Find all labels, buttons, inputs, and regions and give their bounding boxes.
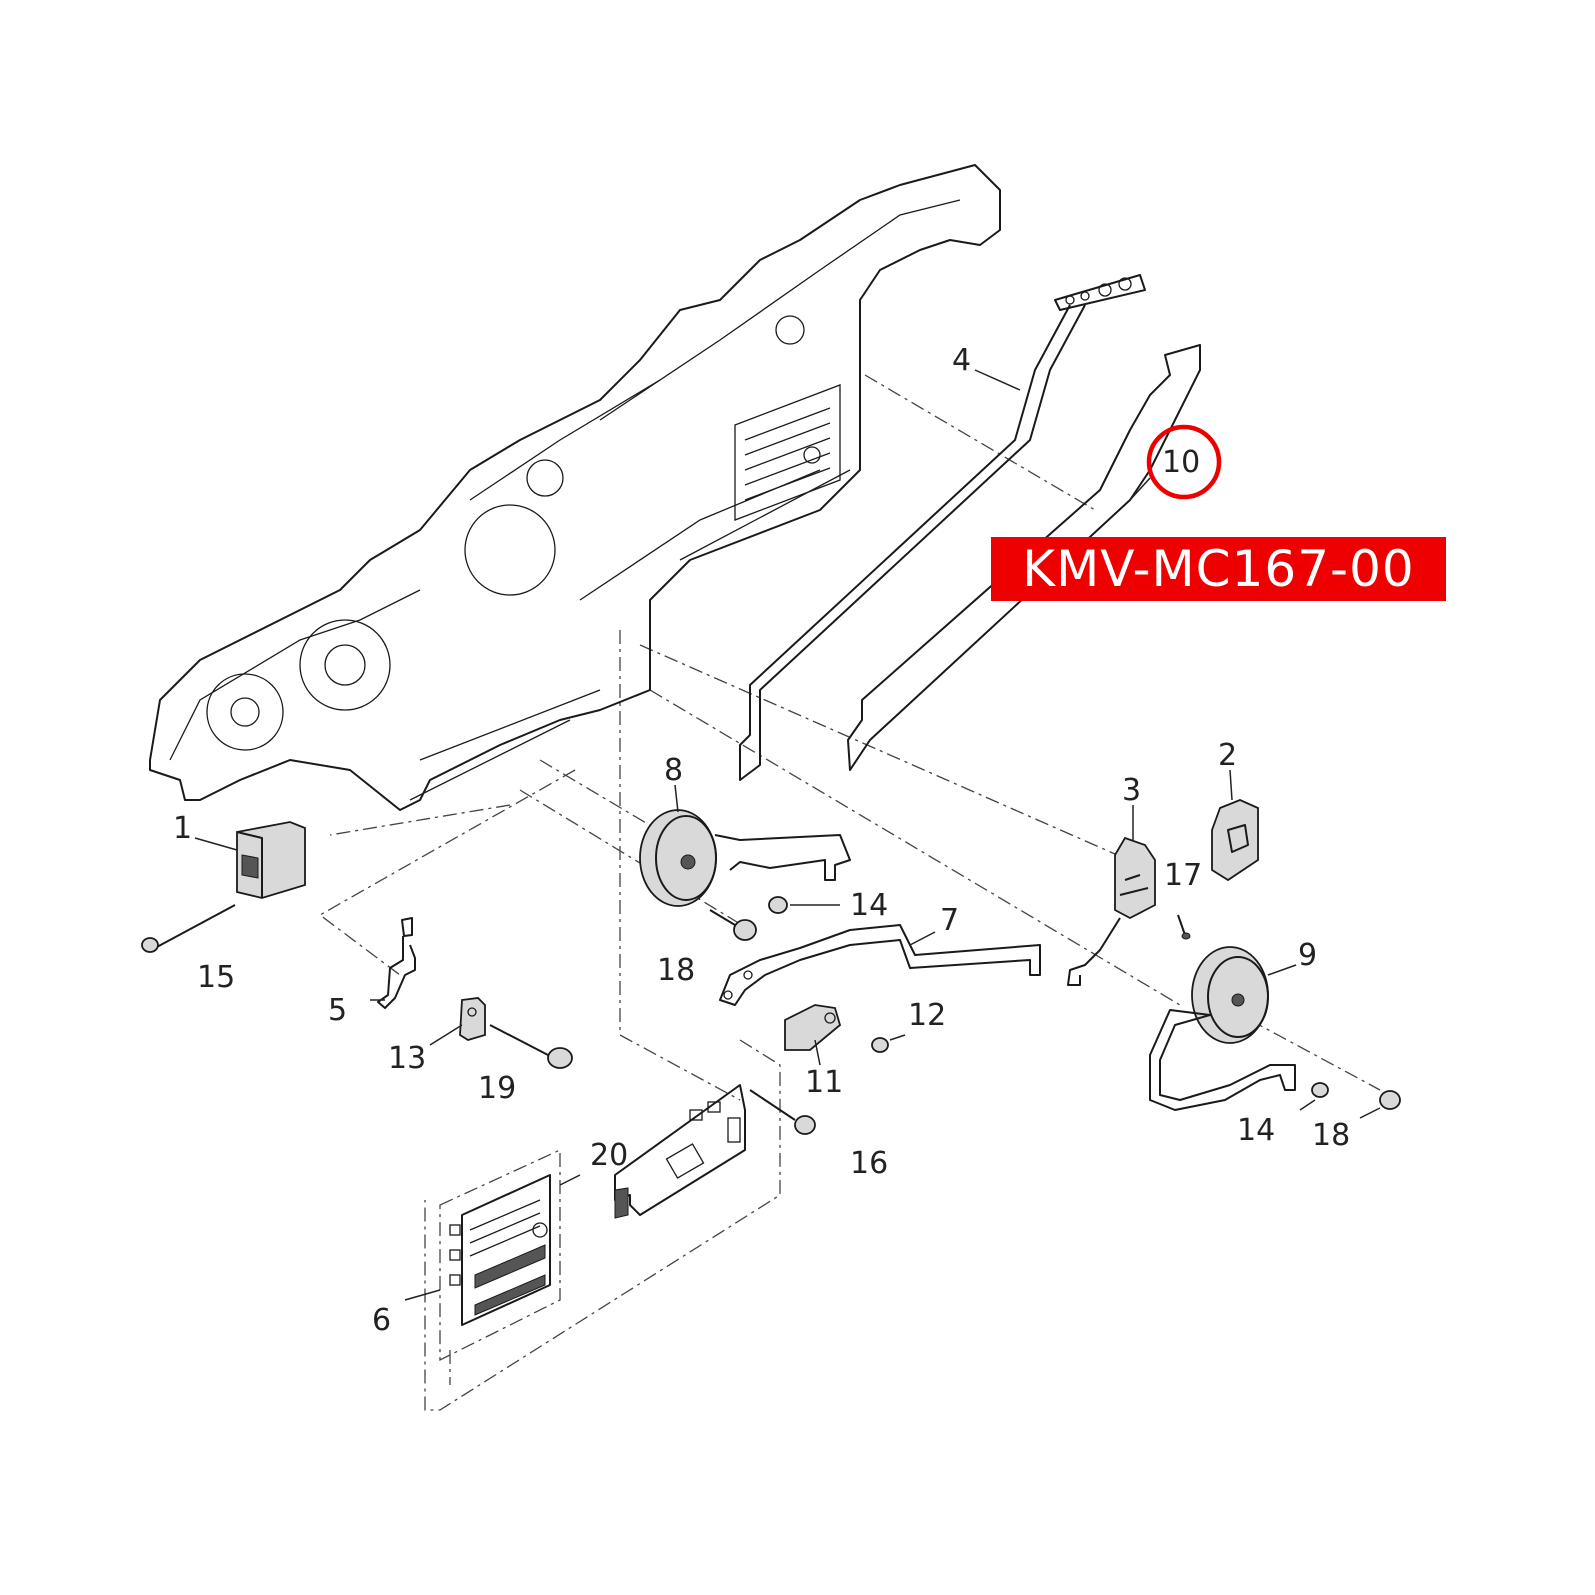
callout-1: 1 xyxy=(173,811,192,846)
callout-16: 16 xyxy=(850,1146,888,1181)
highlight-circle xyxy=(1146,424,1222,500)
part-18-screw-left xyxy=(709,909,757,941)
callout-17: 17 xyxy=(1164,858,1202,893)
part-13-bracket xyxy=(459,997,486,1041)
part-3-sensor-holder xyxy=(1067,836,1156,986)
callout-11: 11 xyxy=(805,1065,843,1100)
part-2-bracket xyxy=(1211,799,1259,882)
callout-18-right: 18 xyxy=(1312,1118,1350,1153)
callout-19: 19 xyxy=(478,1071,516,1106)
callout-12: 12 xyxy=(908,998,946,1033)
part-7-flex-cable xyxy=(719,924,1041,1006)
part-1-connector xyxy=(236,821,306,899)
feeder-frame xyxy=(149,164,1001,811)
callout-9: 9 xyxy=(1298,938,1317,973)
callout-labels: 1 2 3 4 5 6 7 8 9 10 11 12 13 14 14 15 1… xyxy=(173,343,1350,1338)
part-10-ribbon-cable xyxy=(847,344,1201,771)
part-14-screw-lower xyxy=(1299,1082,1329,1111)
callout-4: 4 xyxy=(952,343,971,378)
leader-lines xyxy=(194,369,1297,1301)
part-20-circuit-board xyxy=(614,1084,746,1219)
part-12-screw xyxy=(871,1034,906,1053)
callout-5: 5 xyxy=(328,993,347,1028)
callout-14-lower: 14 xyxy=(1237,1113,1275,1148)
callout-6: 6 xyxy=(372,1303,391,1338)
part-16-screw xyxy=(749,1089,816,1135)
callout-8: 8 xyxy=(664,753,683,788)
part-9-motor xyxy=(1149,946,1296,1111)
part-6-label-sheet xyxy=(439,1148,561,1362)
callout-14-upper: 14 xyxy=(850,888,888,923)
callout-2: 2 xyxy=(1218,738,1237,773)
callout-10: 10 xyxy=(1162,445,1200,480)
callout-20: 20 xyxy=(590,1138,628,1173)
callout-3: 3 xyxy=(1122,773,1141,808)
part-number-banner: KMV-MC167-00 xyxy=(991,537,1446,601)
part-14-screw-upper xyxy=(768,896,840,914)
part-18-screw-right xyxy=(1359,1090,1401,1119)
part-11-cover-plate xyxy=(784,1004,842,1051)
part-19-screw xyxy=(489,1024,573,1069)
part-15-screw xyxy=(141,904,236,953)
callout-18-left: 18 xyxy=(657,953,695,988)
callout-15: 15 xyxy=(197,960,235,995)
callout-7: 7 xyxy=(940,903,959,938)
part-4-ribbon-cable xyxy=(739,274,1146,781)
part-5-sensor-lever xyxy=(377,917,416,1009)
callout-13: 13 xyxy=(388,1041,426,1076)
part-17-pin xyxy=(1177,914,1191,940)
part-8-motor xyxy=(639,809,851,907)
part-number-text: KMV-MC167-00 xyxy=(1022,540,1415,598)
assembly-lines xyxy=(318,374,1381,1411)
